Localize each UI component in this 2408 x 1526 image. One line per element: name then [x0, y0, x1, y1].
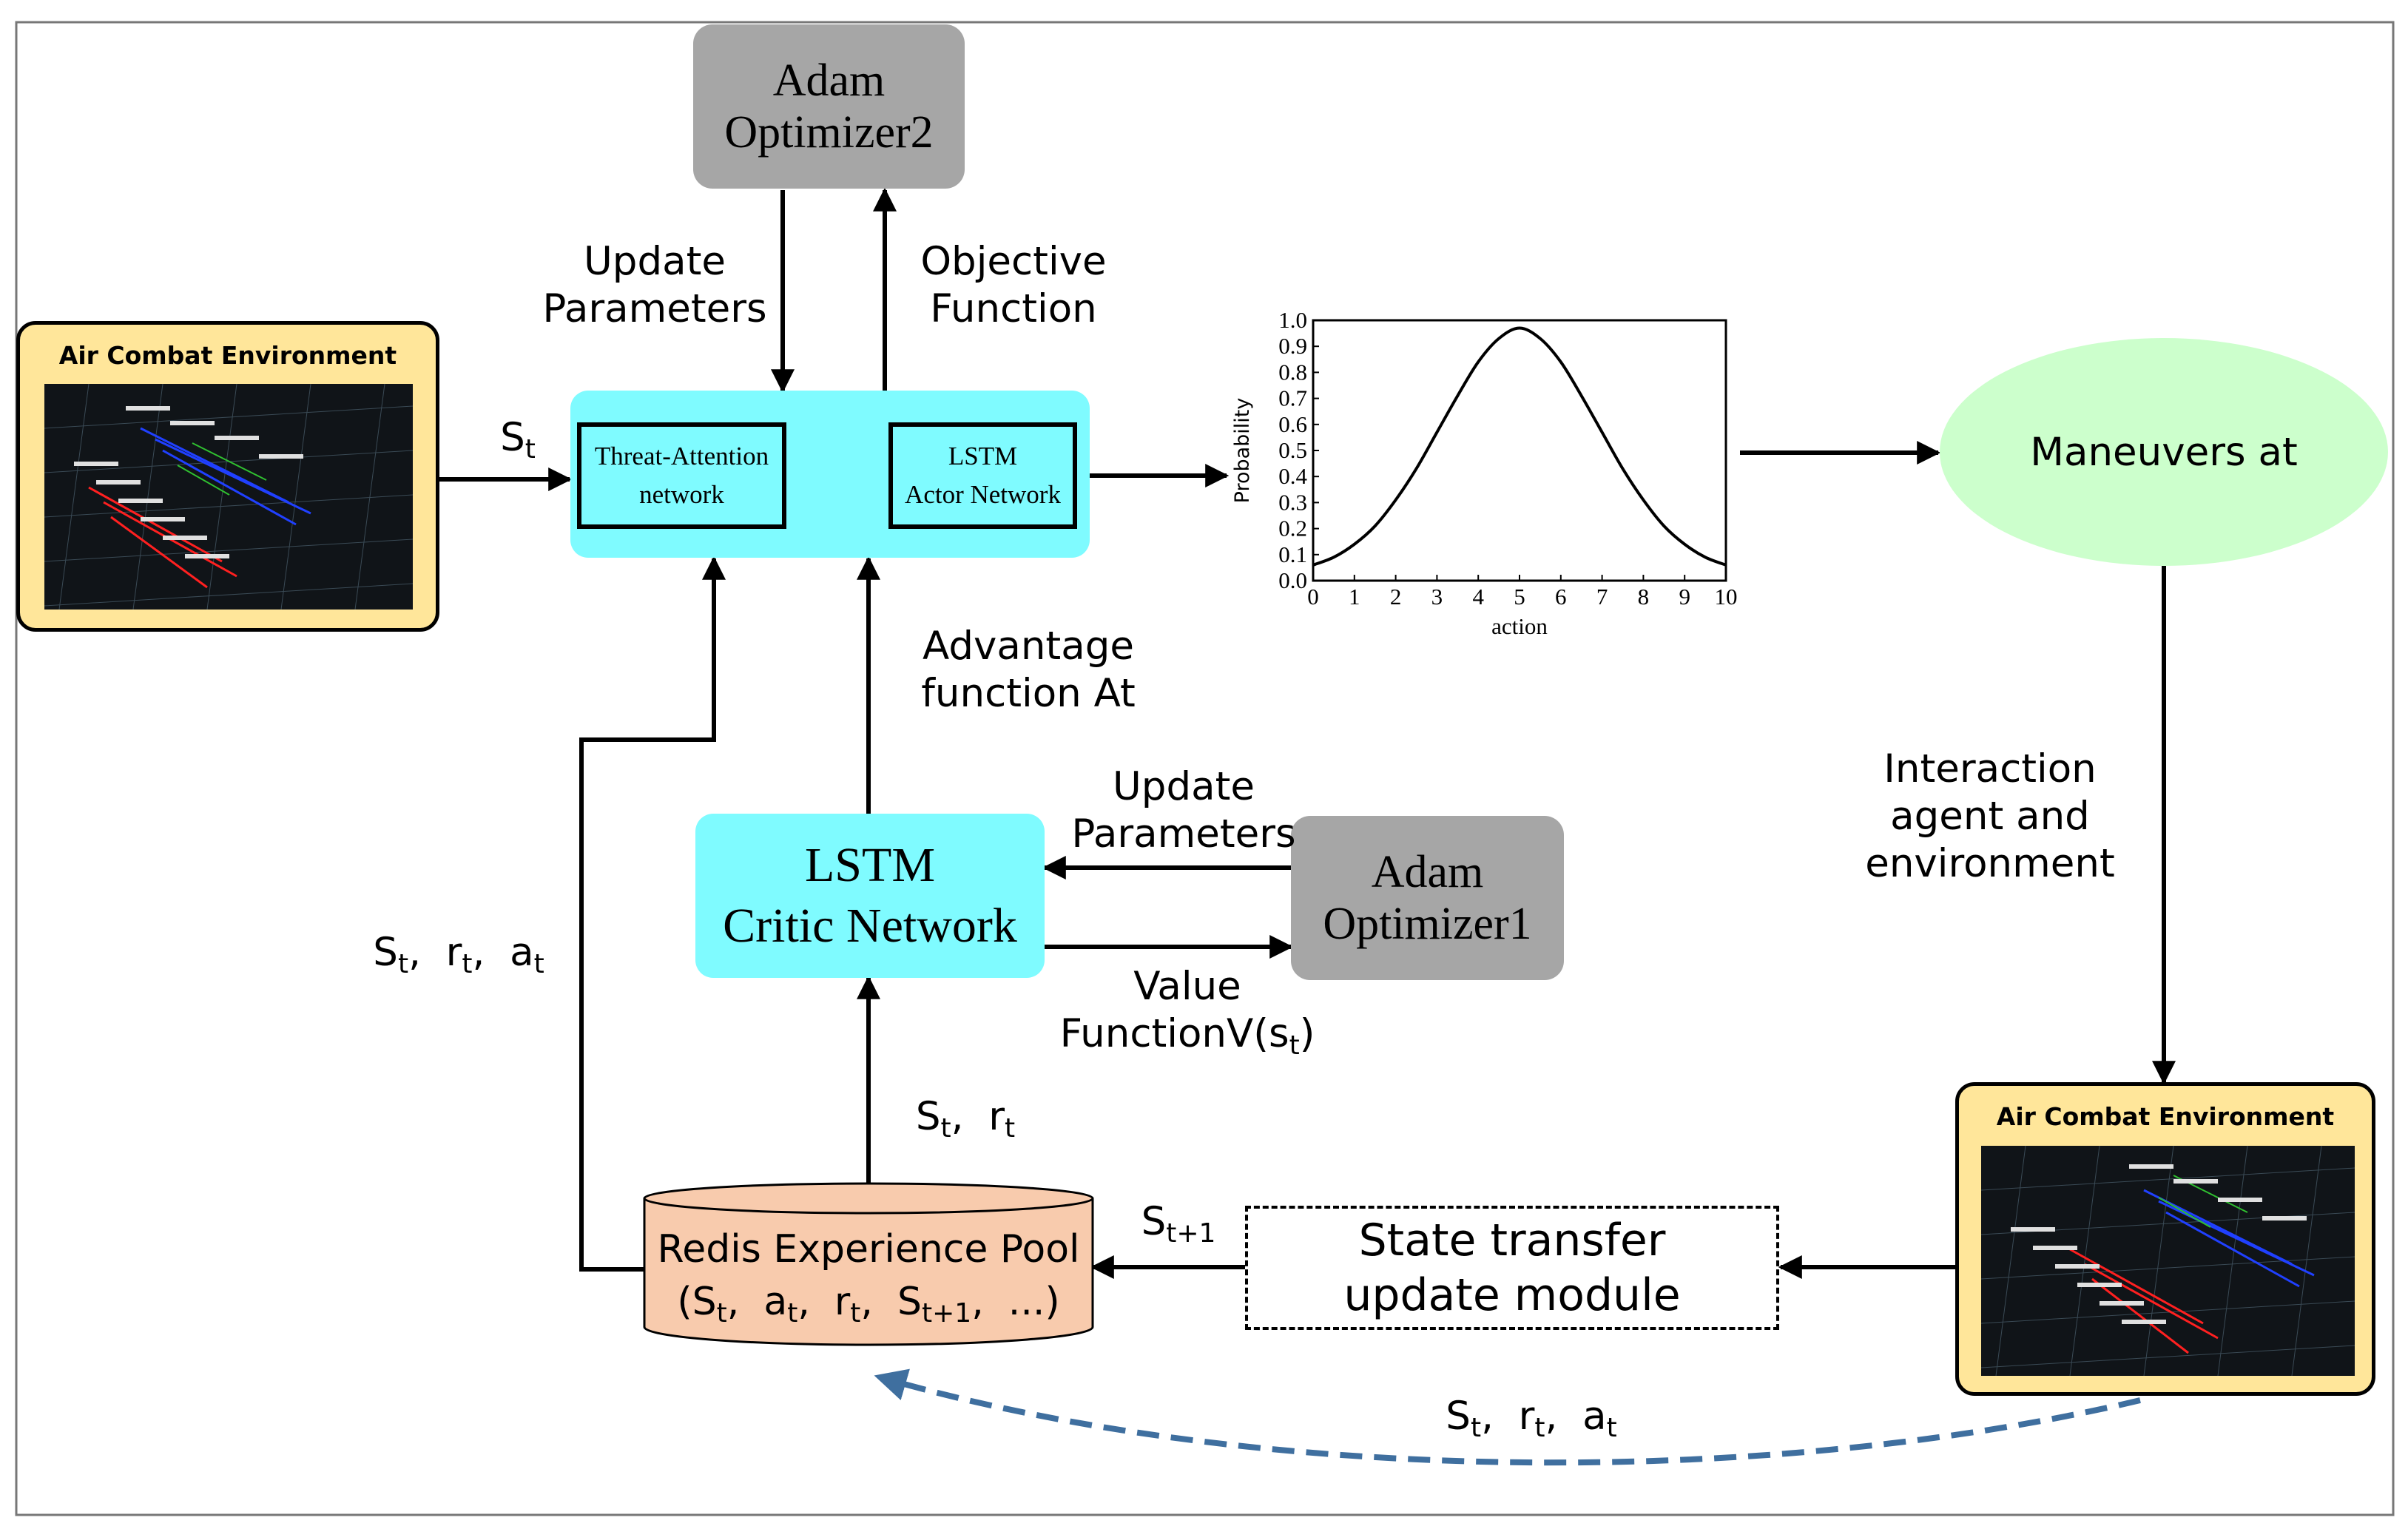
chart-y-tick-label: 0.9 [1278, 333, 1307, 359]
label-st-input-sub: t [525, 434, 536, 465]
arrow-dashed-return [874, 1368, 2141, 1466]
chart-x-tick-label: 5 [1514, 584, 1525, 610]
label-advantage-function: Advantage function At [903, 623, 1154, 718]
chart-x-tick-label: 4 [1472, 584, 1484, 610]
state-transfer-line1: State transfer [1358, 1215, 1666, 1266]
redis-line1: Redis Experience Pool [657, 1227, 1080, 1272]
optimizer2-line2: Optimizer2 [724, 107, 934, 158]
chart-y-tick-label: 1.0 [1278, 307, 1307, 333]
combat-scene-image [44, 384, 413, 610]
outer-frame [15, 21, 2395, 1516]
lstm-actor-line1: LSTM [948, 442, 1018, 470]
chart-y-axis-label: Probability [1231, 398, 1254, 504]
label-update-mid-1: Update [1113, 764, 1255, 809]
maneuvers-label: Maneuvers at [2030, 430, 2298, 475]
chart-x-tick-label: 10 [1715, 584, 1738, 610]
chart-y-tick-label: 0.5 [1278, 437, 1307, 463]
env-right-title: Air Combat Environment [1996, 1102, 2335, 1131]
critic-line2: Critic Network [723, 899, 1017, 953]
maneuvers-ellipse [1940, 338, 2388, 566]
label-interaction-2: agent and [1890, 794, 2090, 839]
label-update-params-top: Update Parameters [533, 238, 777, 333]
chart-x-tick-label: 7 [1596, 584, 1608, 610]
chart-y-tick-label: 0.0 [1278, 567, 1307, 593]
threat-line2: network [639, 480, 724, 509]
combat-scene-image [1981, 1146, 2355, 1376]
redis-line2: (St, at, rt, St+1, ...) [642, 1278, 1095, 1329]
chart-plot-frame [1312, 319, 1727, 582]
chart-ticks: 0 1 2 3 4 5 6 7 8 9 10 0.00.10.20.30.40.50.60.70.80… [1278, 307, 1737, 610]
state-transfer-line2: update module [1343, 1269, 1681, 1321]
optimizer1-line1: Adam [1371, 847, 1484, 897]
label-st-rt-at-left: St, rt, at [373, 930, 544, 979]
label-update-mid-2: Parameters [1071, 811, 1296, 857]
chart-x-tick-label: 9 [1679, 584, 1690, 610]
label-advantage-2: function At [921, 671, 1136, 716]
chart-x-tick-label: 3 [1431, 584, 1443, 610]
label-value-function: Value FunctionV(st) [1043, 963, 1332, 1061]
chart-x-tick-label: 8 [1638, 584, 1650, 610]
label-interaction: Interaction agent and environment [1842, 746, 2138, 888]
redis-line2-text: (St, at, rt, St+1, ...) [677, 1280, 1060, 1329]
chart-x-tick-label: 6 [1555, 584, 1567, 610]
label-st-rt: St, rt [915, 1094, 1016, 1144]
label-advantage-1: Advantage [923, 624, 1134, 669]
adam-optimizer1-box: Adam Optimizer1 [1291, 816, 1564, 980]
label-value-2: FunctionV(st) [1043, 1010, 1332, 1061]
probability-chart: 0 1 2 3 4 5 6 7 8 9 10 0.00.10.20.30.40.50.60.70.80… [1231, 307, 1738, 639]
label-value-2-sub: t [1289, 1030, 1300, 1061]
label-interaction-1: Interaction [1883, 746, 2097, 791]
threat-line1: Threat-Attention [594, 442, 769, 470]
actor-block: Threat-Attention network LSTM Actor Netw… [570, 391, 1090, 558]
chart-y-tick-label: 0.8 [1278, 359, 1307, 385]
label-update-params-mid: Update Parameters [1065, 763, 1302, 858]
state-transfer-module: State transfer update module [1245, 1206, 1779, 1330]
label-st-input-main: S [500, 415, 525, 460]
threat-attention-network: Threat-Attention network [577, 422, 786, 529]
env-left-title: Air Combat Environment [58, 341, 397, 370]
lstm-actor-line2: Actor Network [905, 480, 1061, 509]
chart-x-axis-label: action [1491, 613, 1548, 639]
chart-x-tick-label: 2 [1390, 584, 1402, 610]
chart-y-tick-label: 0.7 [1278, 385, 1307, 411]
env-right-screenshot [1981, 1146, 2355, 1376]
env-left-screenshot [44, 384, 413, 610]
critic-line1: LSTM [804, 838, 936, 892]
chart-y-tick-label: 0.6 [1278, 411, 1307, 437]
label-objective-2: Function [930, 286, 1097, 331]
lstm-critic-network: LSTM Critic Network [695, 814, 1045, 978]
label-value-2-main: FunctionV(s [1059, 1011, 1289, 1056]
label-st-input: St [481, 414, 555, 465]
label-update-top-2: Parameters [542, 286, 767, 331]
optimizer2-line1: Adam [772, 55, 886, 106]
air-combat-env-right: Air Combat Environment [1955, 1082, 2375, 1396]
label-objective-1: Objective [920, 239, 1107, 284]
optimizer1-line2: Optimizer1 [1323, 899, 1532, 949]
air-combat-env-left: Air Combat Environment [16, 321, 439, 632]
label-st-rt-at-bottom: St, rt, at [1446, 1394, 1617, 1443]
chart-x-tick-label: 1 [1349, 584, 1360, 610]
label-st-plus-1: St+1 [1141, 1199, 1216, 1249]
redis-cylinder [643, 1182, 1094, 1346]
label-value-1: Value [1133, 964, 1241, 1009]
label-value-2-end: ) [1299, 1011, 1315, 1056]
chart-x-tick-label: 0 [1307, 584, 1319, 610]
label-interaction-3: environment [1865, 841, 2115, 886]
arrow-redis-to-actor [579, 556, 726, 1272]
label-objective-function: Objective Function [903, 238, 1124, 333]
chart-y-tick-label: 0.3 [1278, 489, 1307, 515]
adam-optimizer2-box: Adam Optimizer2 [693, 24, 965, 189]
lstm-actor-network: LSTM Actor Network [888, 422, 1077, 529]
chart-series-line [1312, 326, 1727, 567]
chart-y-tick-label: 0.1 [1278, 541, 1307, 567]
label-update-top-1: Update [584, 239, 726, 284]
chart-y-tick-label: 0.2 [1278, 516, 1307, 541]
chart-y-tick-label: 0.4 [1278, 463, 1307, 489]
